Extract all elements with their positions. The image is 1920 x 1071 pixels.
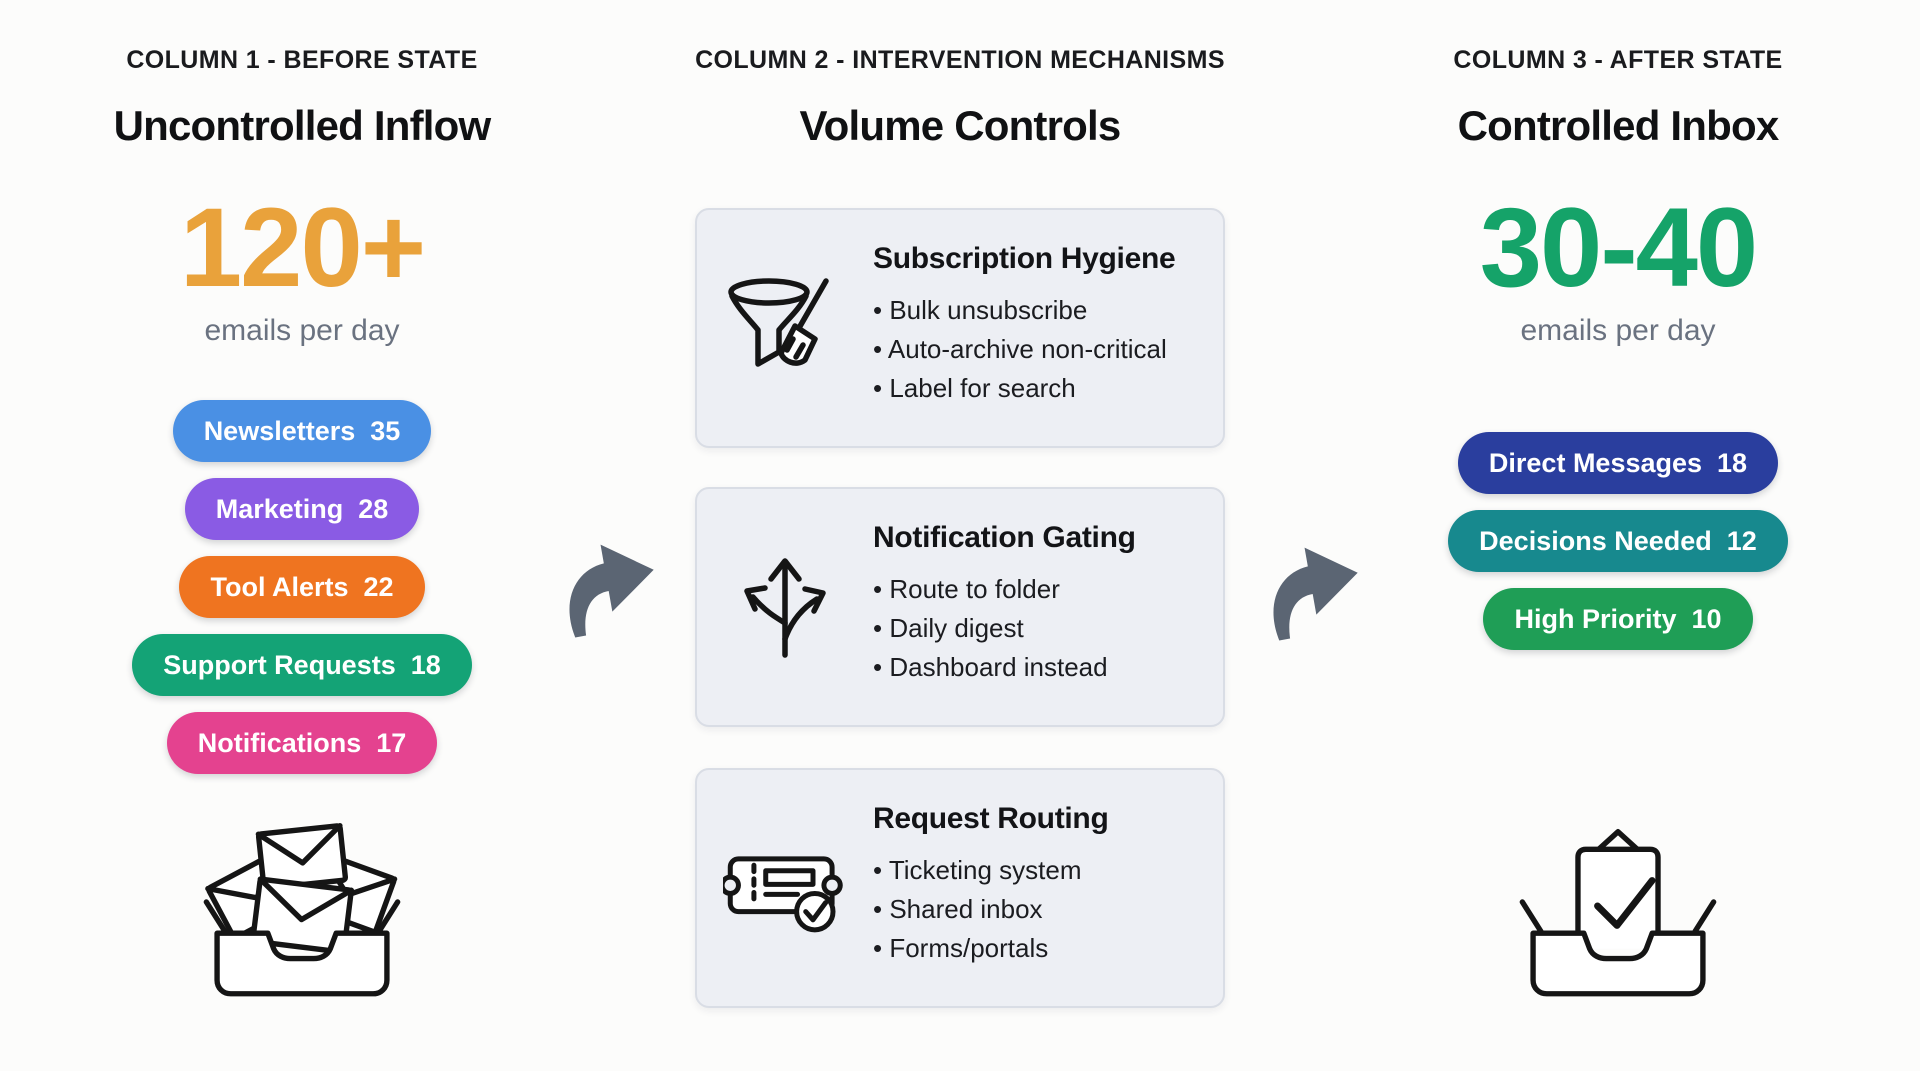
card-body: Request Routing Ticketing system Shared … xyxy=(869,770,1223,1006)
card-body: Subscription Hygiene Bulk unsubscribe Au… xyxy=(869,210,1223,446)
pill-notifications: Notifications 17 xyxy=(166,712,438,774)
curved-arrow-icon xyxy=(1273,547,1358,641)
pill-count: 28 xyxy=(358,493,389,524)
funnel-broom-icon xyxy=(728,278,829,367)
card-bullet: Route to folder xyxy=(873,570,1213,609)
card-bullet: Ticketing system xyxy=(873,851,1213,890)
card-bullet: Forms/portals xyxy=(873,929,1213,968)
pill-count: 22 xyxy=(363,571,394,602)
pill-tool-alerts: Tool Alerts 22 xyxy=(179,556,425,618)
column2-kicker: COLUMN 2 - INTERVENTION MECHANISMS xyxy=(695,46,1225,74)
pill-count: 17 xyxy=(376,727,407,758)
card-title: Request Routing xyxy=(873,802,1109,835)
flow-arrow-icon xyxy=(552,537,664,638)
pill-label: Tool Alerts xyxy=(210,571,349,602)
flow-arrow-icon xyxy=(1256,540,1368,641)
card-bullet: Label for search xyxy=(873,369,1213,408)
card-body: Notification Gating Route to folder Dail… xyxy=(869,489,1223,725)
pill-label: Newsletters xyxy=(203,415,356,446)
column1-metric-label: emails per day xyxy=(204,314,400,347)
pill-count: 35 xyxy=(370,415,401,446)
branching-arrows-icon xyxy=(697,489,869,725)
ticket-check-icon xyxy=(697,770,869,1006)
pill-label: Marketing xyxy=(215,493,344,524)
pill-label: High Priority xyxy=(1514,603,1677,634)
card-request-routing: Request Routing Ticketing system Shared … xyxy=(695,768,1225,1008)
column1-metric-value: 120+ xyxy=(179,185,426,310)
card-bullet: Bulk unsubscribe xyxy=(873,291,1213,330)
card-bullet-list: Route to folder Daily digest Dashboard i… xyxy=(873,570,1213,687)
pill-direct-messages: Direct Messages 18 xyxy=(1457,432,1779,494)
column-before-state: COLUMN 1 - BEFORE STATE Uncontrolled Inf… xyxy=(57,0,547,1071)
card-bullet: Shared inbox xyxy=(873,890,1213,929)
before-category-pill-list: Newsletters 35 Marketing 28 Tool Alerts … xyxy=(57,400,547,774)
card-bullet-list: Ticketing system Shared inbox Forms/port… xyxy=(873,851,1213,968)
branching-arrows-icon xyxy=(744,558,826,658)
column1-kicker: COLUMN 1 - BEFORE STATE xyxy=(126,46,478,74)
after-category-pill-list: Direct Messages 18 Decisions Needed 12 H… xyxy=(1373,432,1863,650)
funnel-broom-icon xyxy=(697,210,869,446)
pill-count: 18 xyxy=(1717,447,1748,478)
column1-title: Uncontrolled Inflow xyxy=(113,102,492,149)
pill-newsletters: Newsletters 35 xyxy=(172,400,432,462)
pill-marketing: Marketing 28 xyxy=(184,478,420,540)
pill-label: Support Requests xyxy=(163,649,396,680)
pill-decisions-needed: Decisions Needed 12 xyxy=(1448,510,1788,572)
column3-metric-label: emails per day xyxy=(1520,314,1716,347)
pill-label: Decisions Needed xyxy=(1479,525,1712,556)
column3-title: Controlled Inbox xyxy=(1457,102,1780,149)
card-bullet: Dashboard instead xyxy=(873,648,1213,687)
overflowing-inbox-icon xyxy=(203,822,401,997)
card-subscription-hygiene: Subscription Hygiene Bulk unsubscribe Au… xyxy=(695,208,1225,448)
pill-count: 12 xyxy=(1726,525,1757,556)
column2-title: Volume Controls xyxy=(799,102,1122,149)
card-title: Notification Gating xyxy=(873,521,1136,554)
overflowing-inbox-icon xyxy=(200,820,405,1010)
pill-label: Direct Messages xyxy=(1488,447,1703,478)
pill-count: 18 xyxy=(410,649,441,680)
pill-high-priority: High Priority 10 xyxy=(1483,588,1753,650)
pill-count: 10 xyxy=(1691,603,1722,634)
card-bullet: Auto-archive non-critical xyxy=(873,330,1213,369)
card-bullet-list: Bulk unsubscribe Auto-archive non-critic… xyxy=(873,291,1213,408)
pill-support-requests: Support Requests 18 xyxy=(132,634,472,696)
card-notification-gating: Notification Gating Route to folder Dail… xyxy=(695,487,1225,727)
column3-metric-value: 30-40 xyxy=(1479,185,1758,310)
pill-label: Notifications xyxy=(197,727,362,758)
column-intervention-mechanisms: COLUMN 2 - INTERVENTION MECHANISMS Volum… xyxy=(695,0,1225,1071)
column3-kicker: COLUMN 3 - AFTER STATE xyxy=(1453,46,1783,74)
card-title: Subscription Hygiene xyxy=(873,242,1176,275)
curved-arrow-icon xyxy=(569,544,654,638)
column-after-state: COLUMN 3 - AFTER STATE Controlled Inbox … xyxy=(1373,0,1863,1071)
checked-inbox-icon xyxy=(1516,820,1721,1010)
card-bullet: Daily digest xyxy=(873,609,1213,648)
checked-inbox-icon xyxy=(1519,829,1717,997)
ticket-check-icon xyxy=(723,856,843,933)
